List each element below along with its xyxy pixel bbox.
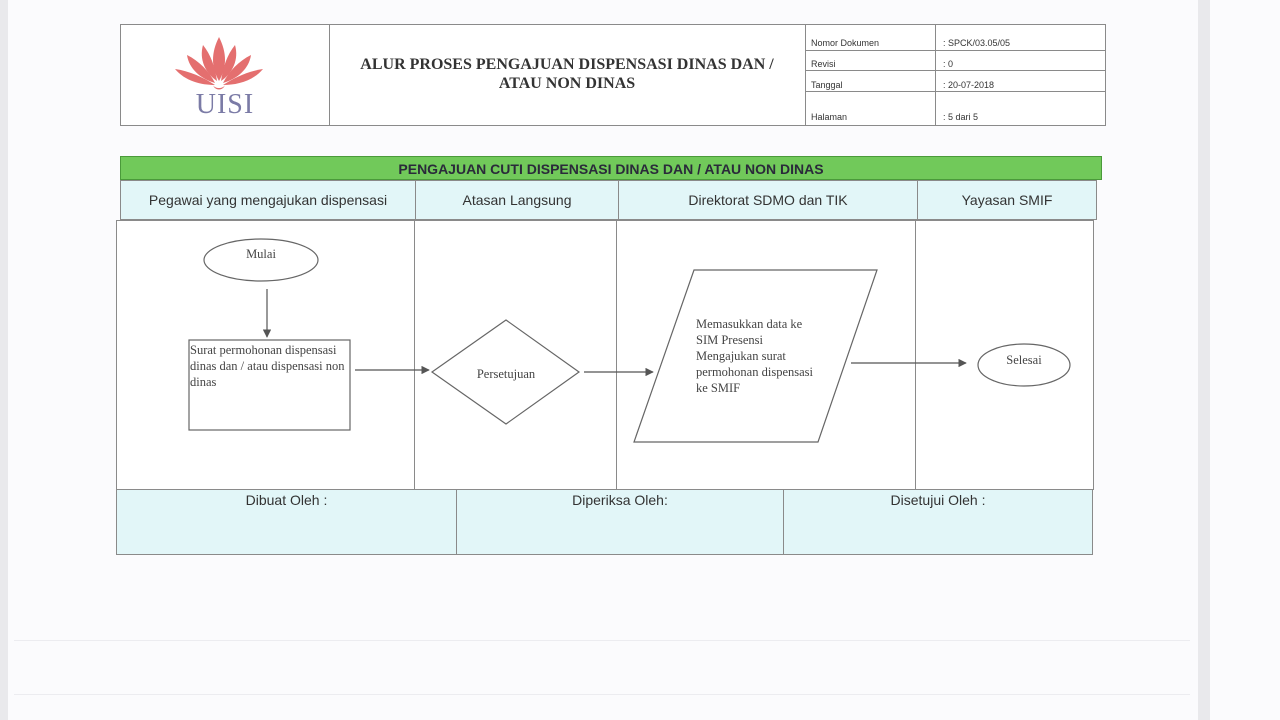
lane-header-yayasan-smif: Yayasan SMIF [917, 180, 1097, 220]
document-meta-table: Nomor Dokumen : SPCK/03.05/05 Revisi : 0… [805, 25, 1105, 125]
signature-approved-by: Disetujui Oleh : [783, 489, 1093, 555]
next-page-edge [1210, 0, 1280, 720]
start-label: Mulai [246, 247, 276, 261]
lotus-logo-icon [175, 37, 263, 90]
document-title: ALUR PROSES PENGAJUAN DISPENSASI DINAS D… [360, 56, 774, 92]
meta-label: Revisi [811, 59, 836, 69]
document-header: UISI ALUR PROSES PENGAJUAN DISPENSASI DI… [120, 24, 1106, 126]
page-shadow-line [14, 640, 1190, 641]
approval-label: Persetujuan [476, 367, 536, 381]
approval-decision [430, 319, 581, 425]
meta-label: Nomor Dokumen [811, 38, 880, 48]
lane-header-employee: Pegawai yang mengajukan dispensasi [120, 180, 416, 220]
logo-text: UISI [195, 89, 255, 120]
lane-divider [915, 221, 916, 489]
meta-row-line [805, 70, 1105, 71]
meta-label: Halaman [811, 112, 848, 122]
meta-divider [935, 25, 936, 125]
lane-divider [616, 221, 617, 489]
start-terminator [203, 238, 319, 282]
request-process-box [188, 339, 351, 431]
meta-value: : 20-07-2018 [943, 80, 995, 90]
end-terminator [977, 343, 1071, 387]
lane-header-sdmo-tik: Direktorat SDMO dan TIK [618, 180, 918, 220]
meta-row-line [805, 91, 1105, 92]
title-cell: ALUR PROSES PENGAJUAN DISPENSASI DINAS D… [329, 25, 806, 125]
swimlane-flowchart: PENGAJUAN CUTI DISPENSASI DINAS DAN / AT… [116, 156, 1104, 558]
signature-checked-by: Diperiksa Oleh: [456, 489, 784, 555]
lane-header-supervisor: Atasan Langsung [415, 180, 619, 220]
signature-created-by: Dibuat Oleh : [116, 489, 457, 555]
meta-row-line [805, 50, 1105, 51]
page-shadow-line [14, 694, 1190, 695]
request-label: Surat permohonan dispensasi dinas dan / … [190, 343, 345, 389]
data-input-label: Memasukkan data ke SIM Presensi Mengajuk… [696, 317, 813, 395]
flowchart-shapes [188, 238, 1071, 443]
lane-divider [414, 221, 415, 489]
logo-cell: UISI [121, 25, 330, 125]
flowchart-banner: PENGAJUAN CUTI DISPENSASI DINAS DAN / AT… [120, 156, 1102, 180]
data-input-parallelogram [633, 269, 878, 443]
meta-value: : 5 dari 5 [943, 112, 979, 122]
end-label: Selesai [1006, 353, 1042, 367]
meta-value: : SPCK/03.05/05 [943, 38, 1011, 48]
meta-label: Tanggal [811, 80, 843, 90]
meta-value: : 0 [943, 59, 954, 69]
